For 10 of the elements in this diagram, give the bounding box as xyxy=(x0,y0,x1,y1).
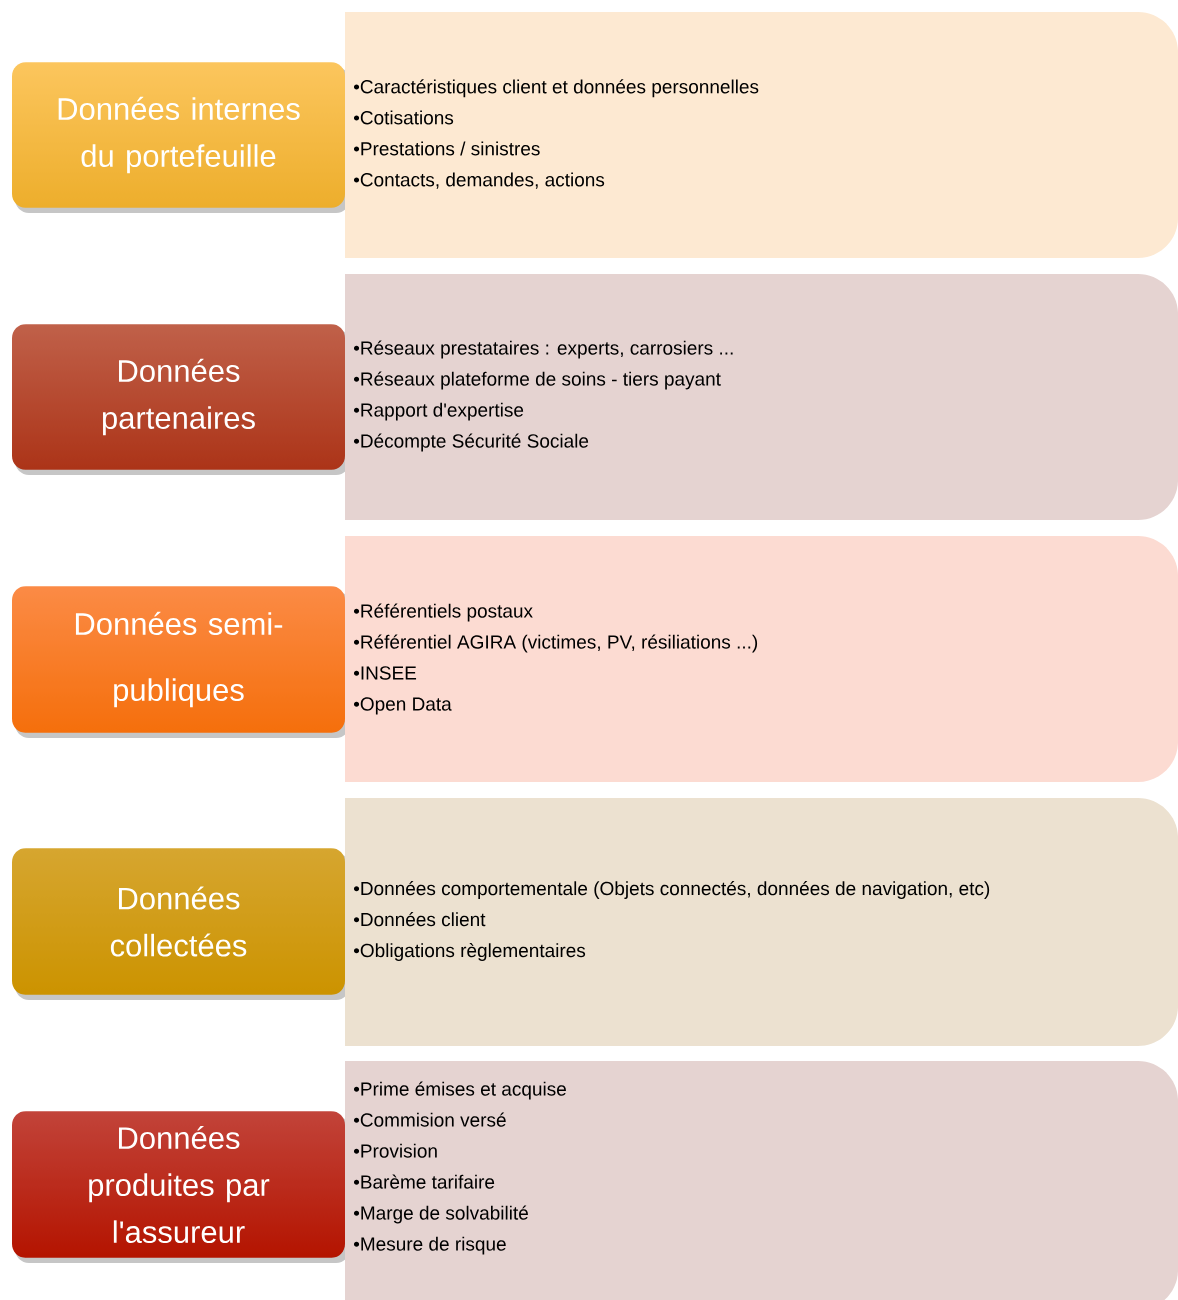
label-box: Données collectées xyxy=(12,848,350,1000)
label-box: Données produites par l'assureur xyxy=(12,1111,350,1263)
list-panel: •Données comportementale (Objets connectés, données de navigation, etc) •Données client •Obligations règlementaires xyxy=(345,798,1178,1046)
label-box: Données partenaires xyxy=(12,324,350,475)
list-panel: •Caractéristiques client et données personnelles •Cotisations •Prestations / sinistres •Contacts, demandes, actions xyxy=(345,12,1178,258)
list-panel: •Prime émises et acquise •Commision versé •Provision •Barème tarifaire •Marge de solvabilité •Mesure de risque xyxy=(345,1061,1178,1300)
label-box: Données internes du portefeuille xyxy=(12,62,350,213)
label-box: Données semi-publiques xyxy=(12,586,350,738)
list-panel: •Réseaux prestataires : experts, carrosiers ... •Réseaux plateforme de soins - tiers payant •Rapport d'expertise •Décompte Sécurité Sociale xyxy=(345,274,1178,520)
list-panel: •Référentiels postaux •Référentiel AGIRA (victimes, PV, résiliations ...) •INSEE •Open Data xyxy=(345,536,1178,782)
